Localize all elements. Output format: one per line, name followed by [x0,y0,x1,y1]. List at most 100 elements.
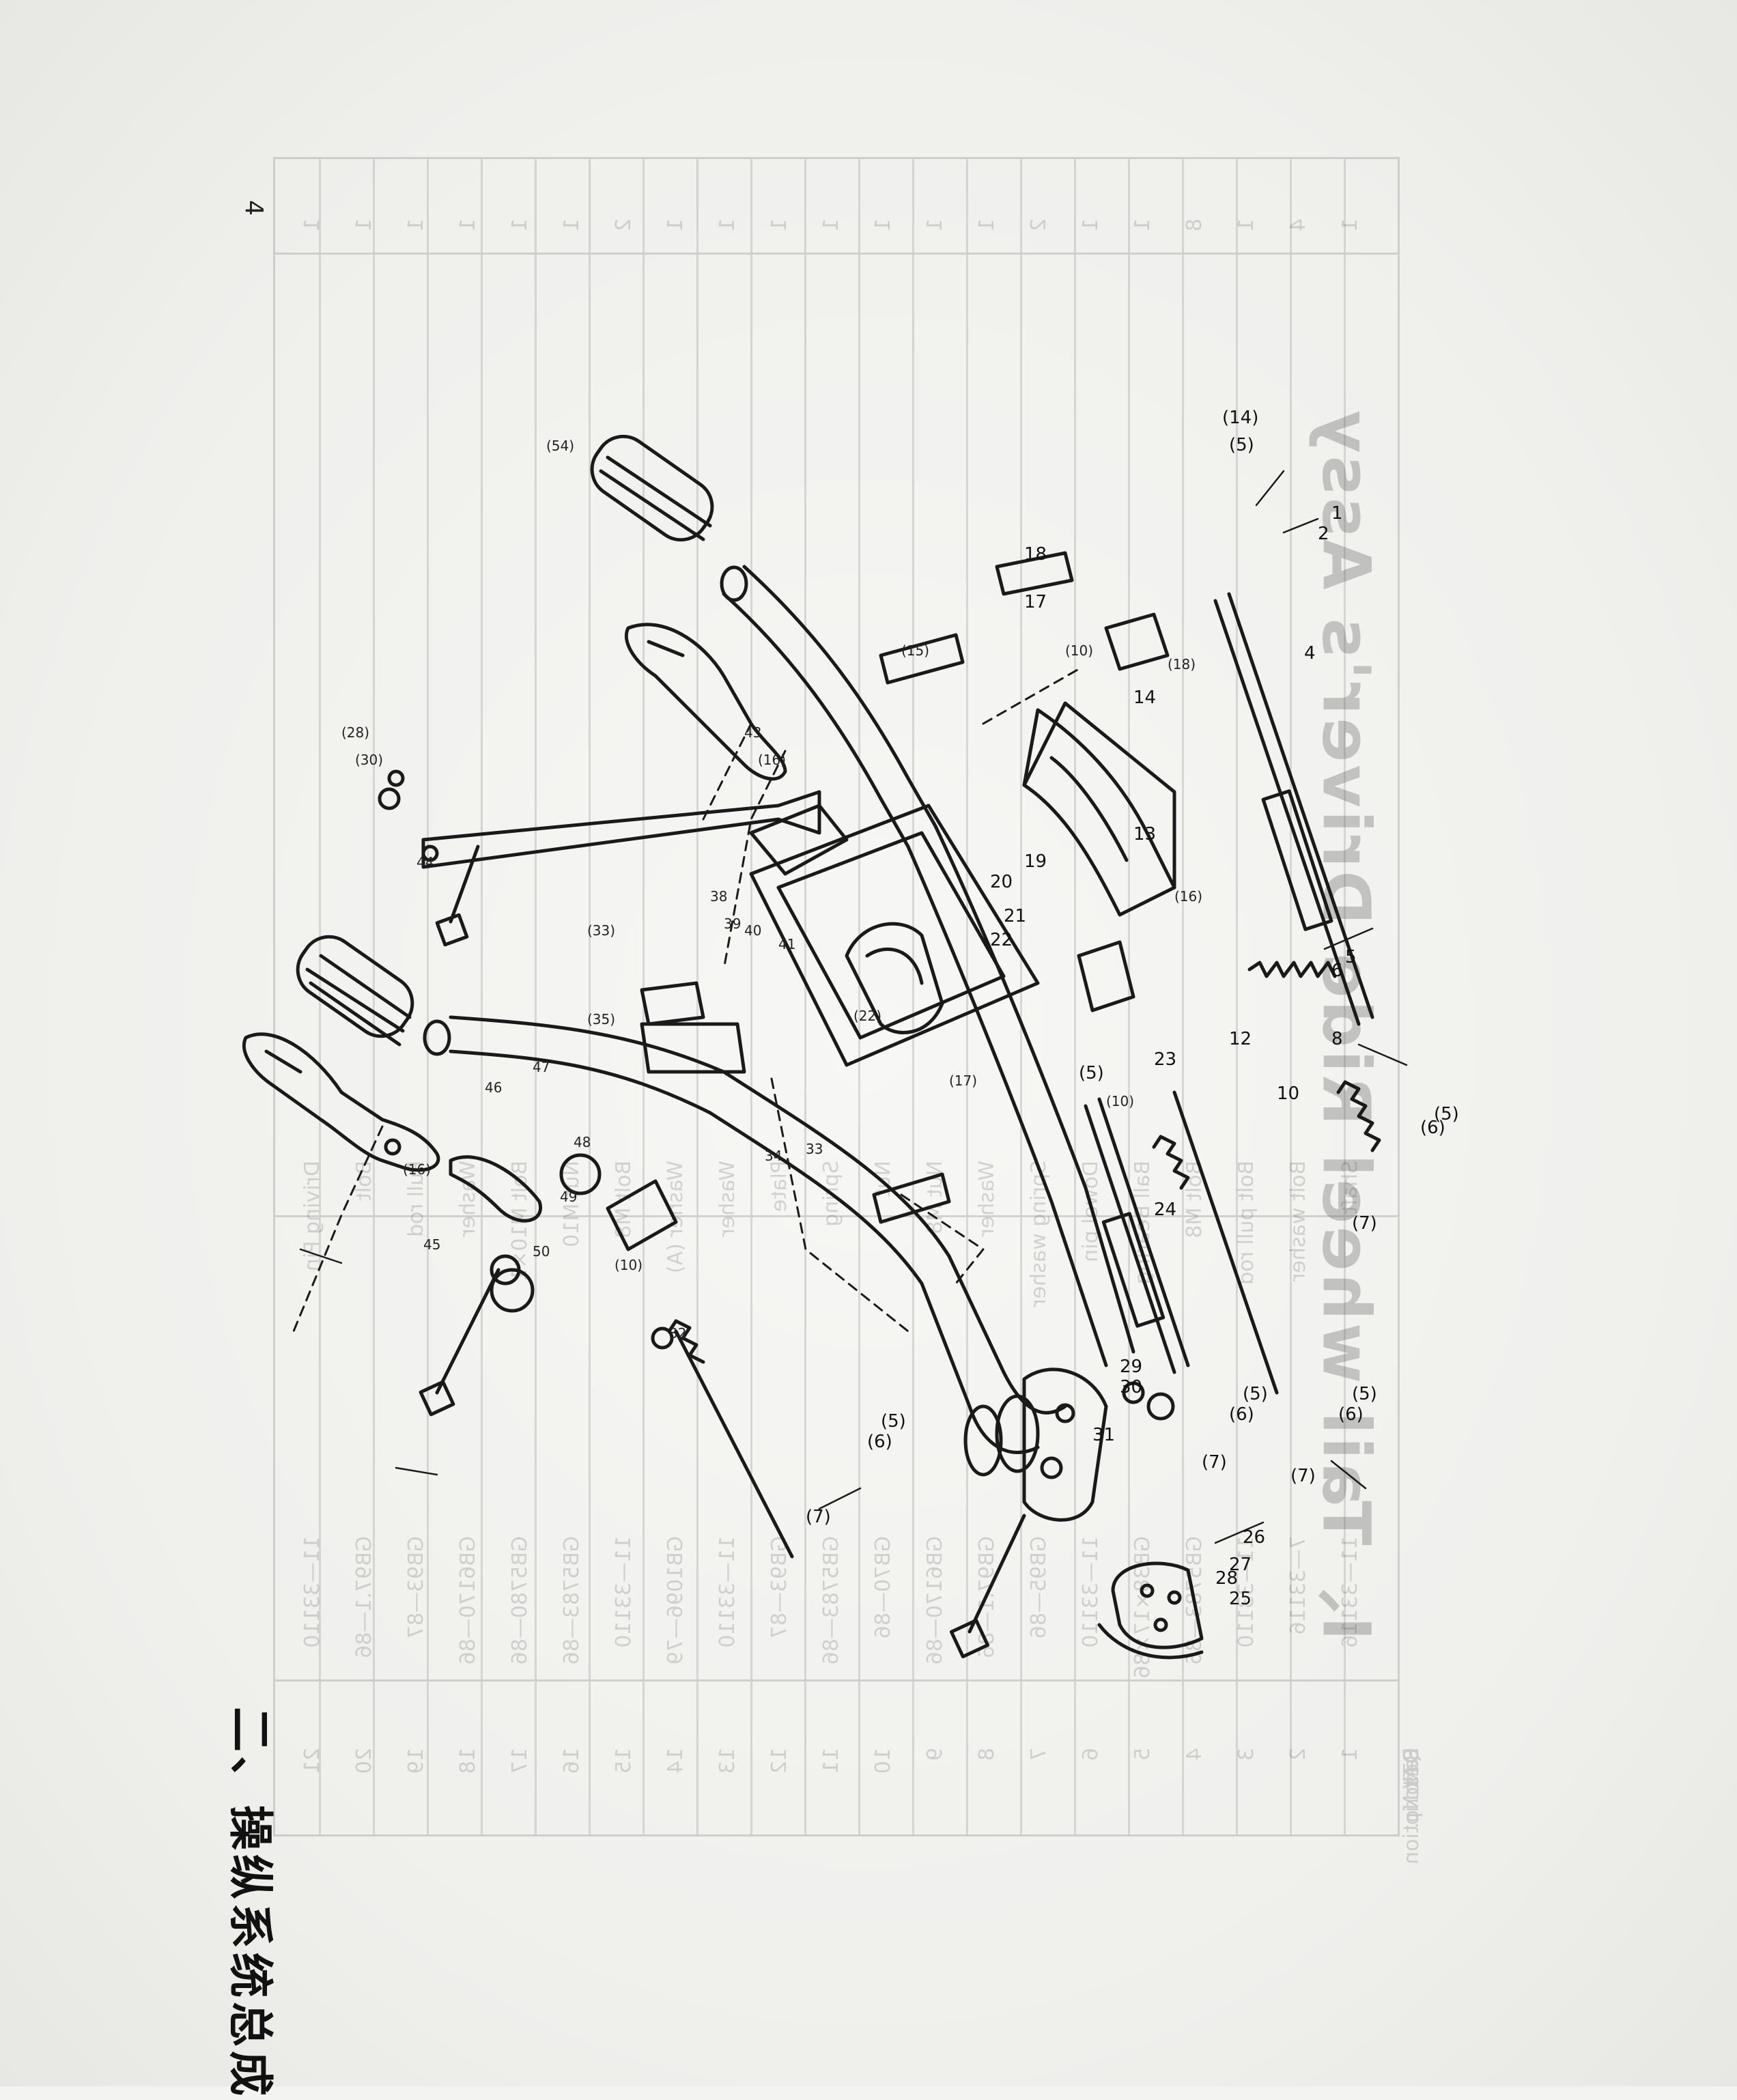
frame-cross-member [749,804,1040,1067]
leader-line [1282,517,1319,534]
main-frame-tube [708,1111,1040,1454]
label-p22: (22) [853,1008,881,1024]
label-14: 14 [1133,687,1156,708]
label-5: 5 [1345,947,1357,967]
label-p33: (33) [587,922,615,939]
label-8: 8 [1331,1029,1343,1049]
label-p16: (16) [758,752,786,768]
label-10: 10 [1277,1083,1299,1104]
label-p16c: (16) [403,1161,431,1178]
label-21: 21 [1004,906,1026,926]
cap-hole [1153,1617,1168,1632]
upper-lever-slot [647,640,685,657]
label-47: 47 [533,1059,550,1075]
s-link [449,1155,543,1223]
link-plate [1104,612,1170,671]
washer [559,1153,602,1195]
label-39: 39 [724,916,741,932]
rod-sleeve [1101,1212,1166,1328]
knob [995,551,1074,596]
tube-end-cap [963,1404,1003,1477]
rod-sleeve [1261,789,1333,931]
link-plate [640,981,705,1026]
label-4: 4 [1304,643,1316,664]
label-30: 30 [1120,1377,1142,1397]
bolt-head [435,913,469,947]
dashed-guide [982,668,1080,725]
label-1: 1 [1331,503,1343,524]
grip-rib [305,967,405,1033]
label-33: 33 [806,1141,823,1157]
washer [651,1326,674,1350]
label-p7c: (7) [1202,1452,1227,1473]
dashed-guide [292,1125,384,1333]
label-45: 45 [423,1236,440,1253]
label-p7b: (7) [1290,1466,1316,1486]
label-p6d: (6) [867,1432,892,1452]
leader-line [395,1466,438,1476]
label-48: 48 [574,1134,591,1150]
mount-bracket [1022,1367,1108,1522]
link-plate [1077,940,1135,1012]
label-p7d: (7) [806,1507,831,1527]
label-20: 20 [990,872,1013,892]
label-p6b: (6) [1338,1404,1364,1425]
label-50: 50 [533,1243,550,1260]
pull-rod [674,1329,794,1559]
grip-rib [319,954,412,1019]
label-46: 46 [485,1079,502,1096]
upper-lever [624,623,787,781]
label-18: 18 [1024,544,1047,565]
leader-line [818,1487,862,1510]
leader-line [1214,1521,1265,1544]
label-31: 31 [1092,1425,1115,1445]
shift-quadrant [845,922,944,1034]
handle-tube-upper [722,592,910,849]
label-26: 26 [1243,1527,1265,1548]
spring [1247,961,1337,978]
leader-line [1323,927,1374,950]
pull-rod [1172,1090,1279,1395]
cap-cutout [1097,1623,1204,1660]
frame-cross-inner [776,831,1006,1040]
long-bolt [968,1514,1026,1634]
dashed-guide [722,750,787,971]
pull-rod [1213,599,1361,1026]
label-p5f: (5) [1079,1063,1104,1083]
long-bolt [449,845,480,924]
label-p17: (17) [949,1073,977,1089]
label-2: 2 [1318,524,1329,544]
shift-quadrant-slot [865,947,924,985]
label-6: 6 [1331,961,1343,981]
washer [378,787,401,810]
cap-hole [1167,1590,1182,1605]
lever-hole [384,1138,401,1156]
label-p7: (7) [1352,1213,1377,1234]
washer [490,1268,535,1313]
washer [490,1254,521,1286]
label-34: 34 [765,1148,782,1164]
link-plate [640,1022,746,1074]
label-29: 29 [1120,1357,1142,1377]
handle-tube-left-inner [449,1015,726,1074]
leader-line [1357,1043,1408,1066]
pull-rod [1227,592,1374,1019]
frame-long-tube [906,845,1108,1367]
label-p10b: (10) [1106,1093,1134,1109]
label-24: 24 [1154,1200,1176,1220]
upper-grip [590,434,714,542]
label-p6c: (6) [1229,1404,1254,1425]
grip-rib [599,469,705,541]
leader-line [299,1248,343,1264]
long-bolt [435,1268,500,1395]
label-44: 44 [416,854,434,870]
label-27: 27 [1229,1555,1252,1575]
label-22: 22 [990,930,1013,950]
label-p10c: (10) [615,1257,642,1273]
label-p16b: (16) [1174,888,1202,905]
leader-line [1255,470,1285,507]
spring [1152,1135,1190,1190]
tube-end [720,565,748,602]
